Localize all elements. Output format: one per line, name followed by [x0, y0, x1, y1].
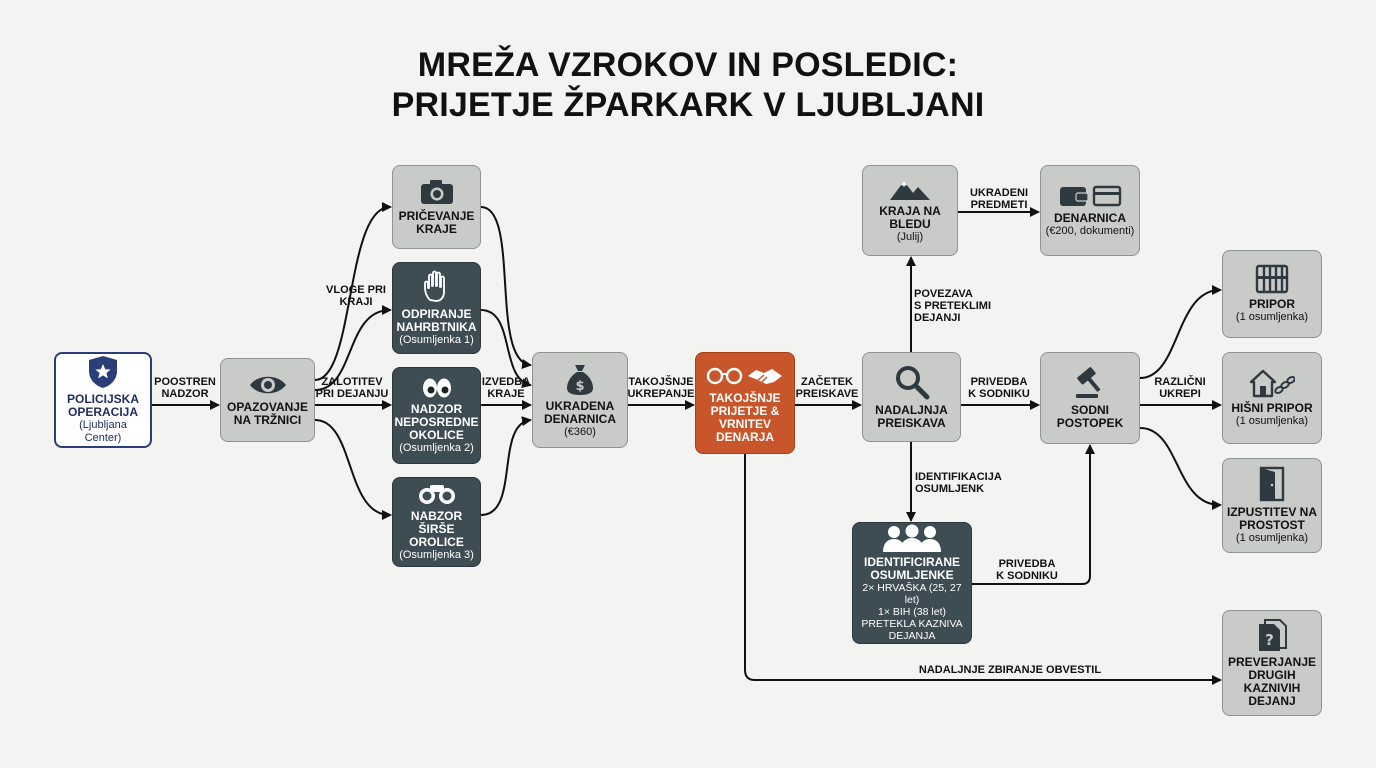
- binoculars-icon: [417, 482, 457, 506]
- arrow-opazovanje-odpiranje: [314, 305, 392, 391]
- arrow-pricevanje-ukradena: [480, 206, 532, 369]
- label-nadaljnje-zbiranje: NADALJNJE ZBIRANJE OBVESTIL: [918, 664, 1102, 676]
- label-privedba-k-sodniku-2: PRIVEDBA K SODNIKU: [996, 558, 1058, 582]
- label-zalotitev: ZALOTITEV PRI DEJANJU: [315, 376, 389, 400]
- arrow-opazovanje-nabzor: [314, 419, 392, 520]
- wallet-cards-icon: [1058, 184, 1122, 208]
- node-nadzor-title: NADZOR NEPOSREDNE OKOLICE: [394, 401, 479, 442]
- diagram-title-line2: PRIJETJE ŽPARKARK V LJUBLJANI: [391, 86, 985, 124]
- node-policijska-operacija: POLICIJSKA OPERACIJA (Ljubljana Center): [54, 352, 152, 448]
- node-policijska-sub: (Ljubljana Center): [79, 419, 127, 444]
- node-izpustitev-sub: (1 osumljenka): [1235, 532, 1309, 544]
- svg-text:$: $: [575, 379, 584, 394]
- node-hisni-pripor: HIŠNI PRIPOR (1 osumljenka): [1222, 352, 1322, 444]
- arrow-opazovanje-pricevanje: [314, 202, 392, 381]
- door-icon: [1257, 466, 1287, 502]
- hand-icon: [422, 270, 452, 304]
- node-opazovanje-title: OPAZOVANJE NA TRŽNICI: [227, 400, 308, 427]
- gavel-icon: [1072, 366, 1108, 400]
- node-denarnica2-title: DENARNICA: [1054, 210, 1126, 225]
- node-pripor-sub: (1 osumljenka): [1235, 311, 1309, 323]
- money-bag-icon: $: [565, 362, 595, 396]
- arrow-nabzor-ukradena: [480, 416, 532, 516]
- documents-question-icon: ?: [1256, 618, 1288, 652]
- magnifier-icon: [894, 364, 930, 400]
- police-badge-icon: [87, 355, 119, 389]
- node-preverjanje-drugih-kaznivih-dejanj: ? PREVERJANJE DRUGIH KAZNIVIH DEJANJ: [1222, 610, 1322, 716]
- node-izpustitev-na-prostost: IZPUSTITEV NA PROSTOST (1 osumljenka): [1222, 458, 1322, 553]
- label-izvedba-kraje: IZVEDBA KRAJE: [481, 376, 531, 400]
- node-ukradena-sub: (€360): [564, 425, 596, 438]
- eye-icon: [248, 373, 288, 397]
- label-ukradeni-predmeti: UKRADENI PREDMETI: [969, 187, 1029, 211]
- node-opazovanje: OPAZOVANJE NA TRŽNICI: [220, 358, 315, 442]
- camera-icon: [419, 178, 455, 206]
- node-policijska-title: POLICIJSKA OPERACIJA: [66, 392, 139, 419]
- arrow-odpiranje-ukradena: [480, 309, 532, 389]
- node-nadaljnja-title: NADALJNJA PREISKAVA: [875, 403, 948, 430]
- node-nadzor-neposredne-okolice: NADZOR NEPOSREDNE OKOLICE (Osumljenka 2): [392, 367, 481, 464]
- handcuffs-handshake-icon: [706, 362, 784, 388]
- svg-text:?: ?: [1265, 631, 1274, 649]
- node-nabzor-title: NABZOR ŠIRŠE OROLICE: [409, 509, 464, 549]
- jail-icon: [1255, 264, 1289, 294]
- node-odpiranje-title: ODPIRANJE NAHRBTNIKA: [396, 306, 477, 334]
- label-razlicni-ukrepi: RAZLIČNI UKREPI: [1154, 376, 1206, 400]
- node-pripor: PRIPOR (1 osumljenka): [1222, 250, 1322, 338]
- node-ukradena-title: UKRADENA DENARNICA: [544, 398, 616, 426]
- mountains-icon: [889, 177, 931, 201]
- node-odpiranje-sub: (Osumljenka 1): [399, 333, 474, 346]
- label-poostren-nadzor: POOSTREN NADZOR: [154, 376, 216, 400]
- node-odpiranje-nahrbtnika: ODPIRANJE NAHRBTNIKA (Osumljenka 1): [392, 262, 481, 354]
- label-privedba-k-sodniku-1: PRIVEDBA K SODNIKU: [968, 376, 1030, 400]
- node-nadaljnja-preiskava: NADALJNJA PREISKAVA: [862, 352, 961, 442]
- node-kraja-bled-sub: (Julij): [896, 231, 924, 243]
- node-kraja-bled-title: KRAJA NA BLEDU: [879, 204, 941, 231]
- node-takojsnje-prijetje: TAKOJŠNJE PRIJETJE & VRNITEV DENARJA: [695, 352, 795, 454]
- node-denarnica-bled: DENARNICA (€200, dokumenti): [1040, 165, 1140, 256]
- node-sodni-title: SODNI POSTOPEK: [1056, 403, 1124, 430]
- node-nadzor-sub: (Osumljenka 2): [399, 441, 474, 454]
- node-pricevanje-title: PRIČEVANJE KRAJE: [398, 209, 475, 236]
- node-pripor-title: PRIPOR: [1248, 297, 1295, 311]
- node-nabzor-sub: (Osumljenka 3): [399, 549, 474, 561]
- people-icon: [882, 524, 942, 552]
- node-denarnica2-sub: (€200, dokumenti): [1045, 224, 1135, 237]
- arrow-sodni-izpustitev: [1139, 427, 1222, 510]
- node-takojsnje-title: TAKOJŠNJE PRIJETJE & VRNITEV DENARJA: [709, 391, 781, 444]
- label-zacetek-preiskave: ZAČETEK PREISKAVE: [795, 376, 859, 400]
- arrow-takojsnje-preverjanje: [744, 453, 1222, 685]
- arrow-sodni-pripor: [1139, 285, 1222, 379]
- node-pricevanje-kraje: PRIČEVANJE KRAJE: [392, 165, 481, 249]
- node-identificirane-title: IDENTIFICIRANE OSUMLJENKE: [864, 555, 960, 582]
- node-identificirane-osumljenke: IDENTIFICIRANE OSUMLJENKE 2× HRVAŠKA (25…: [852, 522, 972, 644]
- house-chain-icon: [1249, 368, 1296, 398]
- label-povezava: POVEZAVA S PRETEKLIMI DEJANJI: [914, 288, 992, 324]
- node-hisni-sub: (1 osumljenka): [1235, 415, 1309, 427]
- node-nabzor-sirse-orolice: NABZOR ŠIRŠE OROLICE (Osumljenka 3): [392, 477, 481, 567]
- node-sodni-postopek: SODNI POSTOPEK: [1040, 352, 1140, 444]
- node-identificirane-sub: 2× HRVAŠKA (25, 27 let) 1× BIH (38 let) …: [861, 582, 963, 642]
- node-hisni-title: HIŠNI PRIPOR: [1231, 401, 1313, 415]
- label-vloge-pri-kraji: VLOGE PRI KRAJI: [326, 284, 386, 308]
- arrow-identificirane-sodni: [971, 444, 1095, 585]
- node-preverjanje-title: PREVERJANJE DRUGIH KAZNIVIH DEJANJ: [1227, 655, 1317, 708]
- eyes-icon: [420, 377, 454, 399]
- node-kraja-na-bledu: KRAJA NA BLEDU (Julij): [862, 165, 958, 256]
- node-izpustitev-title: IZPUSTITEV NA PROSTOST: [1227, 505, 1318, 532]
- label-identifikacija: IDENTIFIKACIJA OSUMLJENK: [915, 471, 1002, 495]
- diagram-title-line1: MREŽA VZROKOV IN POSLEDIC:: [417, 46, 959, 84]
- label-takojsnje-ukrepanje: TAKOJŠNJE UKREPANJE: [627, 376, 695, 400]
- node-ukradena-denarnica: $ UKRADENA DENARNICA (€360): [532, 352, 628, 448]
